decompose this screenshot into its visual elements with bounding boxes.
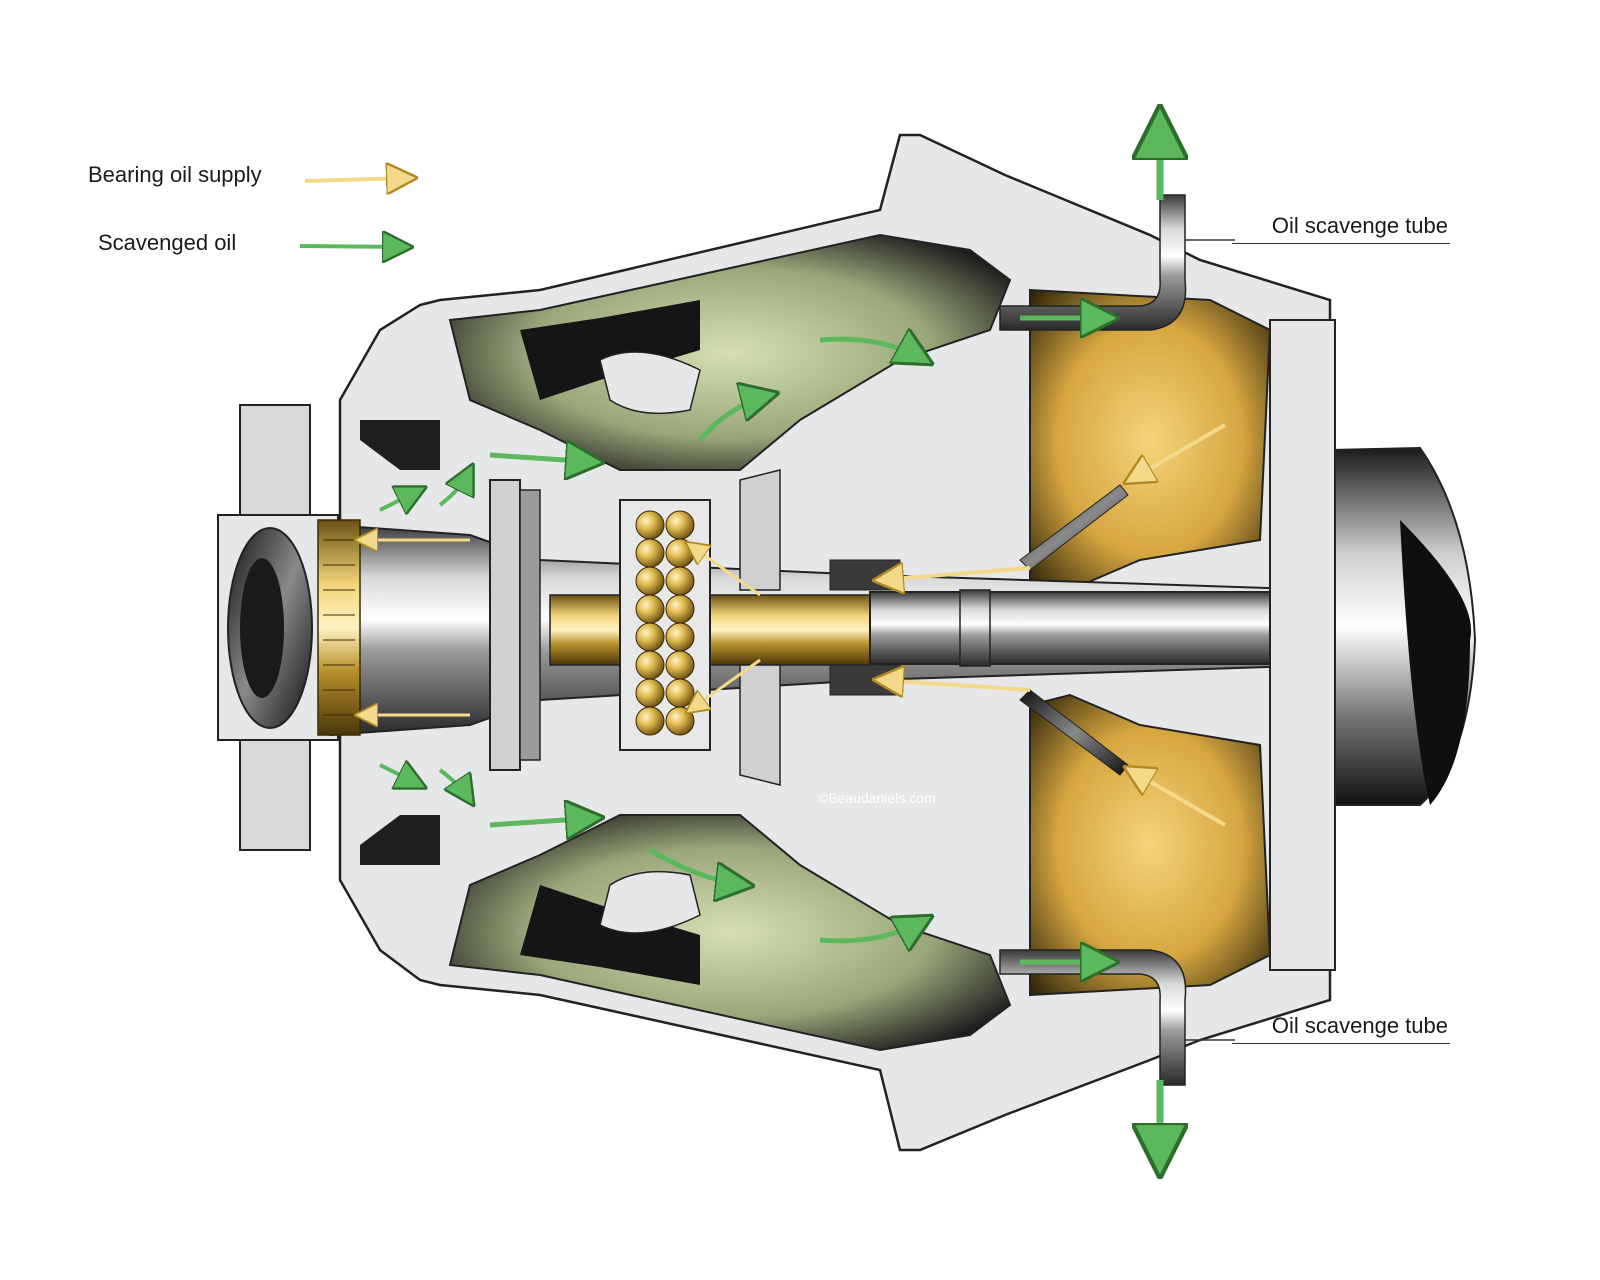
legend-scavenged-oil: Scavenged oil — [98, 230, 237, 255]
copyright-credit: ©Beaudaniels.com — [818, 790, 936, 806]
scavenge-tube-upper — [999, 194, 1187, 331]
scavenged-oil-arrow — [819, 339, 925, 360]
legend-supply-arrow — [304, 178, 410, 181]
oil-supply-arrow — [690, 658, 761, 710]
oil-jets — [1019, 484, 1129, 776]
oil-supply-arrow — [1130, 423, 1227, 480]
oil-supply-arrows — [360, 423, 1227, 827]
scavenged-oil-arrow — [648, 847, 745, 885]
scavenged-oil-arrow — [698, 395, 770, 442]
oil-supply-arrow — [880, 568, 1031, 580]
ball-bearing-pack — [619, 499, 711, 751]
scavenged-oil-arrow — [379, 765, 420, 785]
scavenged-oil-arrow — [379, 490, 420, 510]
oil-chamber — [1029, 288, 1272, 997]
scavenged-oil-arrow — [438, 768, 470, 800]
exhaust-cylinder — [1269, 319, 1477, 971]
callout-oil-scavenge-tube-top: Oil scavenge tube — [1231, 213, 1450, 244]
main-shaft — [329, 523, 1331, 737]
scavenged-oil-arrow — [819, 920, 925, 941]
callout-oil-scavenge-tube-bottom: Oil scavenge tube — [1231, 1013, 1450, 1044]
oil-supply-arrow — [880, 680, 1031, 690]
oil-supply-arrow — [690, 545, 761, 597]
scavenged-oil-arrow — [489, 818, 595, 825]
oil-supply-arrow — [1130, 770, 1227, 827]
scavenged-oil-arrow — [489, 455, 595, 462]
legend-bearing-oil-supply: Bearing oil supply — [88, 162, 262, 187]
roller-bearing — [317, 519, 361, 736]
front-flange — [489, 479, 541, 771]
scavenged-oil-arrow — [438, 470, 470, 507]
legend-arrows — [299, 178, 410, 247]
scavenge-tube-lower — [999, 949, 1187, 1086]
callout-leaders — [1185, 239, 1235, 1041]
scavenged-oil-arrows — [379, 118, 1160, 1165]
legend-scavenged-arrow — [299, 246, 406, 247]
